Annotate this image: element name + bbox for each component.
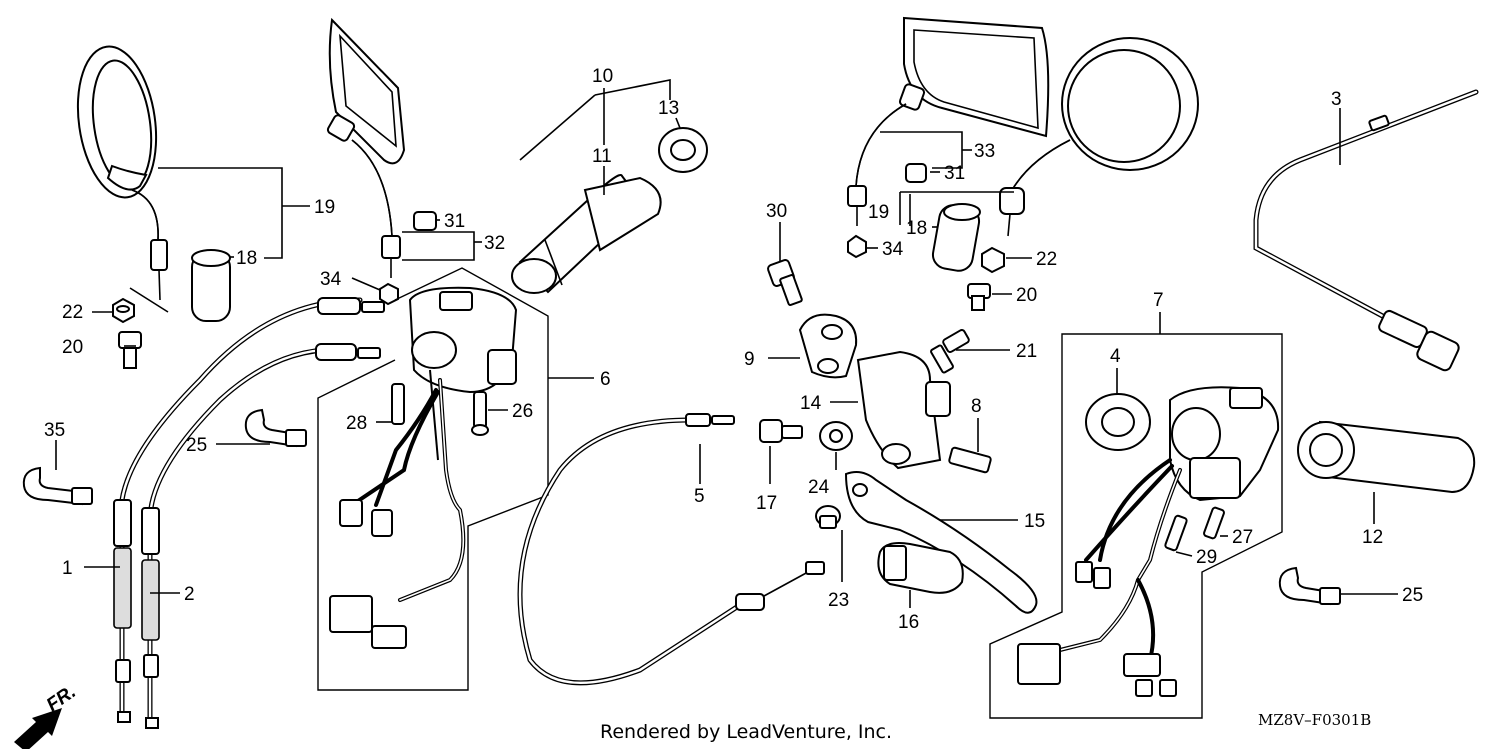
clamp-25-left[interactable]	[244, 408, 307, 448]
callout-7: 7	[1153, 290, 1164, 311]
right-square-mirror[interactable]	[847, 16, 1050, 226]
screw-28[interactable]	[391, 383, 405, 425]
front-arrow-icon	[14, 708, 62, 749]
callout-20-right: 20	[1016, 285, 1037, 306]
grommet-4[interactable]	[1085, 393, 1151, 451]
callout-5: 5	[694, 486, 705, 507]
right-switch-housing-box	[989, 333, 1283, 719]
left-nut-31[interactable]	[413, 211, 437, 231]
footer-credit: Rendered by LeadVenture, Inc.	[600, 721, 892, 743]
callout-31-right: 31	[944, 163, 965, 184]
callout-16: 16	[898, 612, 919, 633]
right-switch-housing[interactable]	[1169, 386, 1280, 502]
right-adapter-bolt-20[interactable]	[967, 283, 991, 311]
right-grip-12[interactable]	[1297, 420, 1476, 494]
callout-6: 6	[600, 369, 611, 390]
right-nut-34[interactable]	[847, 234, 867, 259]
bracket-19-right	[899, 191, 1014, 225]
throttle-grip[interactable]	[511, 174, 662, 294]
bracket-10	[519, 79, 671, 161]
callout-22-right: 22	[1036, 249, 1057, 270]
screw-26[interactable]	[471, 391, 489, 436]
bolt-23[interactable]	[815, 505, 841, 529]
throttle-cable-2[interactable]	[141, 347, 348, 729]
callout-2: 2	[184, 584, 195, 605]
callout-34-left: 34	[320, 269, 342, 290]
diagram-code: MZ8V–F0301B	[1258, 711, 1371, 729]
callout-31-left: 31	[444, 211, 465, 232]
callout-12: 12	[1362, 527, 1383, 548]
callout-24: 24	[808, 477, 830, 498]
screw-27[interactable]	[1203, 506, 1225, 540]
callout-34-right: 34	[882, 239, 904, 260]
bearing-13[interactable]	[658, 127, 708, 173]
callout-13: 13	[658, 98, 679, 119]
left-square-mirror[interactable]	[326, 17, 406, 278]
right-nut-31[interactable]	[905, 163, 927, 183]
holder-9[interactable]	[798, 313, 858, 379]
callout-26: 26	[512, 401, 533, 422]
leader-lines	[55, 88, 1398, 608]
clamp-25-right[interactable]	[1278, 566, 1341, 606]
locknut-24[interactable]	[819, 421, 853, 451]
callout-32: 32	[484, 233, 505, 254]
screw-29[interactable]	[1164, 514, 1188, 552]
callout-18-left: 18	[236, 248, 257, 269]
right-round-mirror[interactable]	[999, 37, 1199, 237]
right-nut-22[interactable]	[981, 246, 1005, 274]
callout-10: 10	[592, 66, 613, 87]
cable-end-fittings	[315, 297, 385, 361]
front-arrow-label: FR.	[43, 681, 80, 716]
callout-28: 28	[346, 413, 367, 434]
bolt-21[interactable]	[930, 329, 970, 374]
right-switch-wiring	[1017, 458, 1182, 697]
throttle-cable-1[interactable]	[113, 297, 363, 723]
callout-19-left: 19	[314, 197, 335, 218]
callout-17: 17	[756, 493, 777, 514]
left-switch-wiring	[329, 378, 466, 649]
bracket-33	[880, 131, 972, 169]
clamp-35[interactable]	[22, 466, 93, 506]
callout-30: 30	[766, 201, 787, 222]
bolt-30[interactable]	[767, 259, 803, 306]
adjuster-17[interactable]	[759, 419, 803, 443]
clutch-lever-15[interactable]	[844, 471, 1038, 614]
callout-29: 29	[1196, 547, 1217, 568]
lever-bracket-14[interactable]	[856, 350, 951, 470]
callout-25-left: 25	[186, 435, 207, 456]
callout-18-right: 18	[906, 218, 927, 239]
switch-8[interactable]	[948, 446, 992, 474]
callout-11: 11	[592, 146, 612, 167]
callout-15: 15	[1024, 511, 1045, 532]
left-mirror-rubber-boot[interactable]	[191, 249, 231, 322]
callout-labels: 1 2 3 4 5 6 7 8 9 10 11 12 13 14 15 16 1…	[44, 66, 1423, 633]
callout-23: 23	[828, 590, 849, 611]
callout-9: 9	[744, 349, 755, 370]
left-switch-housing[interactable]	[408, 286, 518, 461]
callout-22-left: 22	[62, 302, 83, 323]
switch-16[interactable]	[877, 542, 964, 594]
callout-1: 1	[62, 558, 73, 579]
left-switch-housing-box	[317, 267, 549, 691]
callout-3: 3	[1331, 89, 1342, 110]
front-direction-arrow: FR.	[14, 681, 80, 749]
callout-8: 8	[971, 396, 982, 417]
left-nut-22[interactable]	[112, 297, 135, 324]
left-round-mirror[interactable]	[69, 41, 168, 301]
cable-3[interactable]	[1253, 89, 1479, 372]
clutch-cable-5[interactable]	[517, 413, 825, 686]
callout-27: 27	[1232, 527, 1253, 548]
callout-25-right: 25	[1402, 585, 1423, 606]
callout-33: 33	[974, 141, 995, 162]
callout-21: 21	[1016, 341, 1037, 362]
left-nut-34[interactable]	[379, 282, 399, 306]
left-adapter-bolt-20[interactable]	[118, 331, 142, 369]
callout-14: 14	[800, 393, 822, 414]
callout-35: 35	[44, 420, 65, 441]
right-mirror-rubber-boot[interactable]	[931, 203, 982, 273]
callout-20-left: 20	[62, 337, 83, 358]
callout-19-right: 19	[868, 202, 889, 223]
callout-4: 4	[1110, 346, 1121, 367]
